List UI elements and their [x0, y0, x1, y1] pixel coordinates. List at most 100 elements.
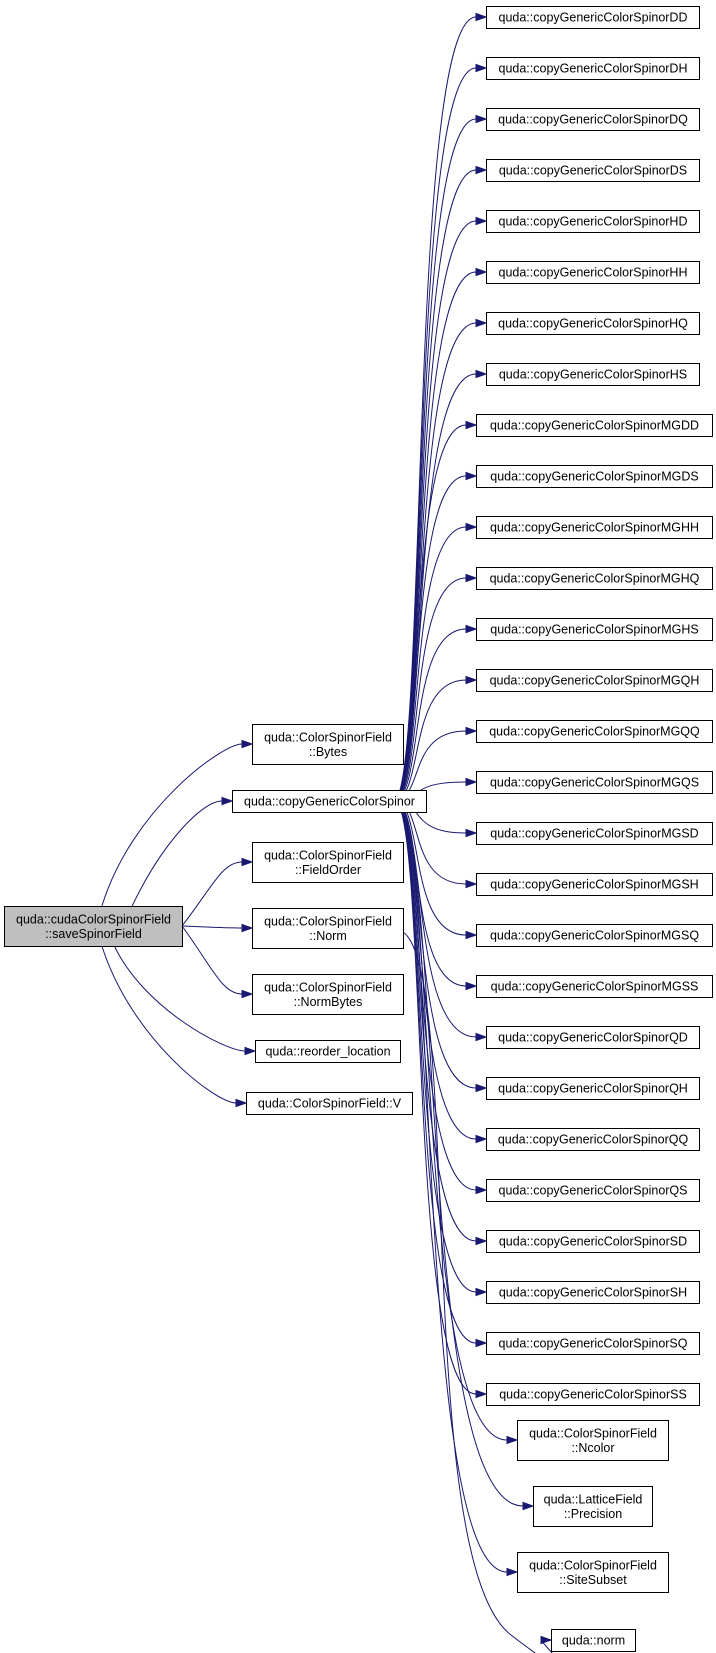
edge-cgcs-to-qd	[395, 799, 488, 1042]
node-mghq[interactable]: quda::copyGenericColorSpinorMGHQ	[476, 567, 713, 590]
node-label: quda::copyGenericColorSpinorMGDS	[490, 470, 698, 484]
node-bytes[interactable]: quda::ColorSpinorField::Bytes	[252, 724, 404, 765]
node-mgsh[interactable]: quda::copyGenericColorSpinorMGSH	[476, 873, 713, 896]
node-hs[interactable]: quda::copyGenericColorSpinorHS	[486, 363, 700, 386]
node-normbytes[interactable]: quda::ColorSpinorField::NormBytes	[252, 974, 404, 1015]
node-box	[486, 1383, 700, 1406]
node-box	[476, 720, 713, 743]
node-ss[interactable]: quda::copyGenericColorSpinorSS	[486, 1383, 700, 1406]
node-qh[interactable]: quda::copyGenericColorSpinorQH	[486, 1077, 700, 1100]
node-label: quda::copyGenericColorSpinorSS	[499, 1388, 687, 1402]
node-mgqh[interactable]: quda::copyGenericColorSpinorMGQH	[476, 669, 713, 692]
node-box	[246, 1092, 413, 1115]
node-label: ::NormBytes	[294, 995, 363, 1009]
node-box	[476, 516, 713, 539]
node-box	[252, 908, 404, 949]
node-box	[486, 108, 700, 131]
node-cgcs[interactable]: quda::copyGenericColorSpinor	[232, 790, 427, 813]
edge-norm-to-qnorm	[402, 931, 553, 1653]
node-qd[interactable]: quda::copyGenericColorSpinorQD	[486, 1026, 700, 1049]
node-label: quda::copyGenericColorSpinorMGDD	[490, 419, 699, 433]
node-mgsd[interactable]: quda::copyGenericColorSpinorMGSD	[476, 822, 713, 845]
node-label: quda::copyGenericColorSpinorMGQQ	[489, 725, 700, 739]
node-mgds[interactable]: quda::copyGenericColorSpinorMGDS	[476, 465, 713, 488]
edge-cgcs-to-mgdd	[395, 420, 478, 801]
node-v[interactable]: quda::ColorSpinorField::V	[246, 1092, 413, 1115]
node-qnorm[interactable]: quda::norm	[551, 1629, 636, 1652]
node-dq[interactable]: quda::copyGenericColorSpinorDQ	[486, 108, 700, 131]
node-hq[interactable]: quda::copyGenericColorSpinorHQ	[486, 312, 700, 335]
node-box	[486, 1281, 700, 1304]
node-qq[interactable]: quda::copyGenericColorSpinorQQ	[486, 1128, 700, 1151]
node-sitesubset[interactable]: quda::ColorSpinorField::SiteSubset	[517, 1552, 669, 1593]
node-box	[486, 210, 700, 233]
node-label: quda::copyGenericColorSpinorMGHQ	[490, 572, 700, 586]
node-label: quda::copyGenericColorSpinorMGHS	[490, 623, 698, 637]
edge-cgcs-to-ss	[395, 799, 488, 1399]
node-precision[interactable]: quda::LatticeField::Precision	[533, 1486, 653, 1527]
node-dh[interactable]: quda::copyGenericColorSpinorDH	[486, 57, 700, 80]
node-box	[476, 822, 713, 845]
node-label: ::Precision	[564, 1507, 622, 1521]
node-ncolor[interactable]: quda::ColorSpinorField::Ncolor	[517, 1420, 669, 1461]
node-sh[interactable]: quda::copyGenericColorSpinorSH	[486, 1281, 700, 1304]
node-box	[486, 1332, 700, 1355]
node-box	[533, 1486, 653, 1527]
node-box	[476, 465, 713, 488]
node-label: ::saveSpinorField	[45, 927, 142, 941]
node-box	[486, 6, 700, 29]
edge-cgcs-to-mghq	[395, 573, 478, 801]
node-mgqs[interactable]: quda::copyGenericColorSpinorMGQS	[476, 771, 713, 794]
node-box	[476, 567, 713, 590]
node-label: quda::copyGenericColorSpinor	[244, 795, 415, 809]
node-box	[486, 1026, 700, 1049]
node-label: quda::copyGenericColorSpinorHD	[499, 215, 688, 229]
node-mgss[interactable]: quda::copyGenericColorSpinorMGSS	[476, 975, 713, 998]
node-norm[interactable]: quda::ColorSpinorField::Norm	[252, 908, 404, 949]
node-box	[486, 261, 700, 284]
node-sq[interactable]: quda::copyGenericColorSpinorSQ	[486, 1332, 700, 1355]
edge-cgcs-to-sq	[395, 799, 488, 1348]
node-mgqq[interactable]: quda::copyGenericColorSpinorMGQQ	[476, 720, 713, 743]
node-mghs[interactable]: quda::copyGenericColorSpinorMGHS	[476, 618, 713, 641]
node-label: quda::ColorSpinorField	[264, 730, 392, 744]
node-box	[476, 924, 713, 947]
edge-cgcs-to-hh	[395, 267, 488, 801]
node-sd[interactable]: quda::copyGenericColorSpinorSD	[486, 1230, 700, 1253]
node-label: quda::copyGenericColorSpinorDH	[499, 62, 688, 76]
node-label: quda::copyGenericColorSpinorSH	[499, 1286, 687, 1300]
node-hd[interactable]: quda::copyGenericColorSpinorHD	[486, 210, 700, 233]
node-label: quda::ColorSpinorField	[264, 914, 392, 928]
node-root: quda::cudaColorSpinorField::saveSpinorFi…	[4, 906, 183, 947]
node-mgdd[interactable]: quda::copyGenericColorSpinorMGDD	[476, 414, 713, 437]
node-label: quda::copyGenericColorSpinorQQ	[498, 1133, 689, 1147]
node-label: ::Ncolor	[571, 1441, 614, 1455]
node-ds[interactable]: quda::copyGenericColorSpinorDS	[486, 159, 700, 182]
node-label: quda::copyGenericColorSpinorHH	[499, 266, 688, 280]
node-label: ::Norm	[309, 929, 347, 943]
node-label: quda::ColorSpinorField	[529, 1558, 657, 1572]
node-qs[interactable]: quda::copyGenericColorSpinorQS	[486, 1179, 700, 1202]
node-box	[486, 363, 700, 386]
edge-root-to-norm	[181, 923, 254, 933]
node-label: quda::cudaColorSpinorField	[16, 912, 171, 926]
node-mghh[interactable]: quda::copyGenericColorSpinorMGHH	[476, 516, 713, 539]
node-label: quda::ColorSpinorField	[529, 1426, 657, 1440]
node-box	[486, 312, 700, 335]
node-label: ::SiteSubset	[559, 1573, 627, 1587]
node-label: quda::copyGenericColorSpinorHQ	[498, 317, 688, 331]
node-label: quda::copyGenericColorSpinorQH	[498, 1082, 688, 1096]
node-reorder[interactable]: quda::reorder_location	[255, 1040, 401, 1063]
node-fieldorder[interactable]: quda::ColorSpinorField::FieldOrder	[252, 842, 404, 883]
node-label: quda::copyGenericColorSpinorSQ	[499, 1337, 688, 1351]
node-box	[252, 724, 404, 765]
node-mgsq[interactable]: quda::copyGenericColorSpinorMGSQ	[476, 924, 713, 947]
node-box	[232, 790, 427, 813]
node-hh[interactable]: quda::copyGenericColorSpinorHH	[486, 261, 700, 284]
node-dd[interactable]: quda::copyGenericColorSpinorDD	[486, 6, 700, 29]
edge-root-to-normbytes	[181, 925, 254, 999]
node-label: quda::copyGenericColorSpinorMGSD	[490, 827, 698, 841]
node-label: quda::copyGenericColorSpinorQS	[499, 1184, 688, 1198]
node-box	[4, 906, 183, 947]
